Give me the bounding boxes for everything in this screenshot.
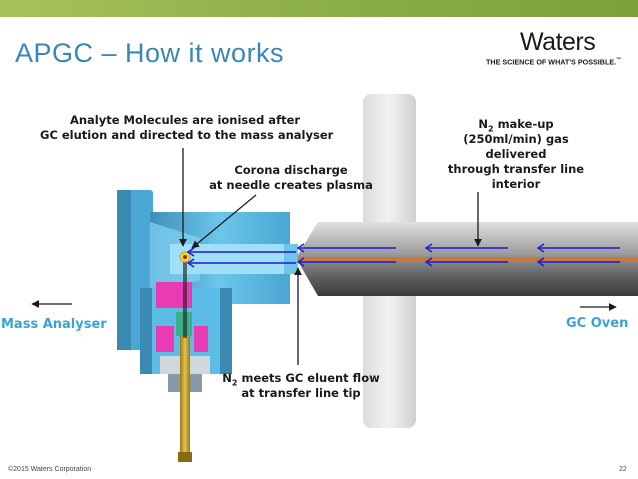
top-accent-bar [0,0,638,17]
n2-makeup-label: N2 make-up (250ml/min) gas delivered thr… [447,117,585,191]
n2-meets-label: N2 meets GC eluent flow at transfer line… [222,371,380,400]
corona-needle-assembly [140,258,232,462]
corona-label: Corona discharge at needle creates plasm… [209,163,373,192]
analyte-label: Analyte Molecules are ionised after GC e… [40,113,334,142]
transfer-line-capillary [296,257,638,261]
logo-trademark: ™ [616,57,622,63]
mass-analyser-label: Mass Analyser [1,317,107,332]
n2-flow-arrows [186,243,620,268]
gc-oven-label: GC Oven [566,316,629,331]
waters-logo: Waters THE SCIENCE OF WHAT'S POSSIBLE.™ [486,28,632,68]
ion-source-housing [117,190,298,350]
slide-title: APGC – How it works [15,38,285,68]
logo-wordmark: Waters [520,28,596,56]
corona-pointer [191,194,257,249]
logo-tagline: THE SCIENCE OF WHAT'S POSSIBLE.™ [486,57,622,67]
copyright-footer: ©2015 Waters Corporation [8,466,92,473]
page-number: 22 [619,466,627,473]
